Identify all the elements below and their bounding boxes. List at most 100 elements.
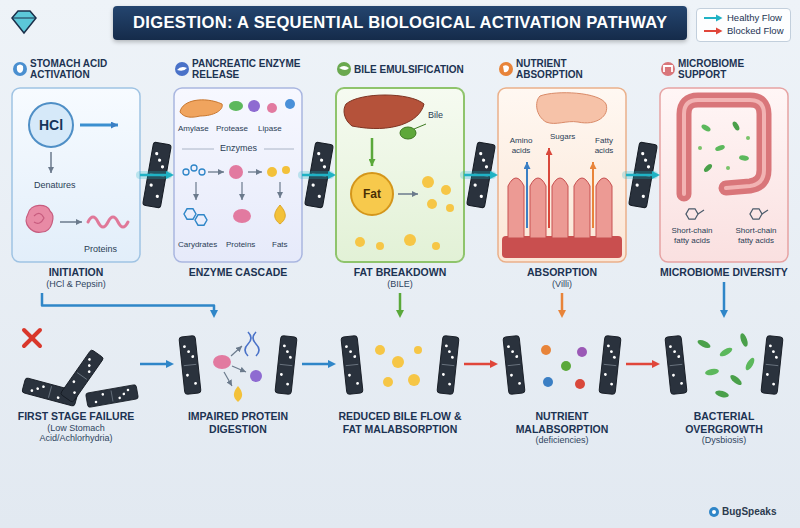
stage-node: NUTRIENT ABSORPTIONABSORPTION(Villi) <box>498 52 626 293</box>
caption-box: FIRST STAGE FAILURE(Low Stomach Acid/Ach… <box>12 410 140 444</box>
heading-icon <box>339 66 349 70</box>
illustration-label: Amylase <box>178 124 209 134</box>
failure-illustration <box>718 346 733 358</box>
failure-illustration <box>224 372 232 386</box>
acid-illustration <box>26 205 53 232</box>
illustration-label: Protease <box>216 124 248 134</box>
legend-arrow <box>704 17 717 19</box>
pancreas-illustration <box>248 100 260 112</box>
failure-illustration <box>86 384 139 407</box>
pancreas-illustration <box>241 182 242 200</box>
card-panel <box>660 88 788 262</box>
pancreas-illustration <box>195 215 207 225</box>
colon-illustration <box>726 166 730 170</box>
bile-illustration <box>344 95 454 250</box>
pancreas-illustration <box>285 99 295 109</box>
caption-box: MICROBIOME DIVERSITY <box>660 266 788 279</box>
colon-illustration <box>700 123 711 132</box>
pancreas-illustration <box>279 182 280 198</box>
colon-illustration <box>703 163 714 174</box>
pancreas-illustration <box>229 165 243 179</box>
heading-icon <box>177 67 187 71</box>
illustration-label: Short-chain fatty acids <box>664 226 720 245</box>
caption-sub: (HCl & Pepsin) <box>12 279 140 290</box>
caption-box: NUTRIENT MALABSORPTION(deficiencies) <box>498 410 626 446</box>
flow-connector <box>399 293 402 312</box>
failure-illustration <box>714 389 729 398</box>
caption-main: MICROBIOME DIVERSITY <box>660 266 788 279</box>
flow-connector <box>140 174 168 177</box>
colon-illustration <box>762 210 768 214</box>
bile-illustration <box>400 127 416 139</box>
flow-connector <box>42 293 214 312</box>
failure-illustration <box>541 345 551 355</box>
failure-illustration <box>543 377 553 387</box>
illustration-label: Fatty acids <box>586 136 622 155</box>
illustration-label: Lipase <box>258 124 282 134</box>
caption-box: FAT BREAKDOWN(BILE) <box>336 266 464 289</box>
illustration-label: Bile <box>428 110 443 121</box>
title-banner: DIGESTION: A SEQUENTIAL BIOLOGICAL ACTIV… <box>113 6 687 40</box>
caption-sub: (Villi) <box>498 279 626 290</box>
legend-arrow <box>704 30 717 32</box>
bile-illustration <box>371 138 374 166</box>
caption-main: REDUCED BILE FLOW & FAT MALABSORPTION <box>336 410 464 435</box>
heading-icon <box>175 62 189 76</box>
acid-illustration <box>34 213 44 223</box>
caption-sub: (BILE) <box>336 279 464 290</box>
flow-glow <box>302 171 330 179</box>
villi-illustration <box>508 178 524 238</box>
watermark-logo <box>712 510 716 514</box>
flow-connector <box>464 174 492 177</box>
pancreas-illustration <box>208 171 224 172</box>
bile-illustration <box>414 124 426 129</box>
failure-illustration <box>739 332 749 347</box>
circle-node: Fat <box>350 172 394 216</box>
pancreas-illustration <box>264 149 294 150</box>
pancreas-illustration <box>199 169 205 175</box>
flow-connector <box>302 363 330 366</box>
legend-text: Healthy Flow <box>727 12 782 25</box>
card-panel <box>12 88 788 262</box>
stage-node: STOMACH ACID ACTIVATIONINITIATION(HCl & … <box>12 52 140 293</box>
caption-main: ABSORPTION <box>498 266 626 279</box>
failure-illustration <box>383 377 393 387</box>
failure-illustration <box>250 370 262 382</box>
acid-illustration <box>50 152 52 173</box>
failure-illustration <box>408 374 420 386</box>
heading-icon <box>499 62 513 76</box>
acid-illustration <box>80 124 118 127</box>
villi-illustration <box>502 236 622 258</box>
caption-main: FAT BREAKDOWN <box>336 266 464 279</box>
caption-box: BACTERIAL OVERGROWTH(Dysbiosis) <box>660 410 788 446</box>
illustration-label: Short-chain fatty acids <box>728 226 784 245</box>
card-panel <box>336 88 464 262</box>
caption-main: BACTERIAL OVERGROWTH <box>660 410 788 435</box>
failure-illustration <box>234 386 242 402</box>
failure-node: IMPAIRED PROTEIN DIGESTION <box>174 318 302 439</box>
failure-illustration <box>179 336 201 395</box>
legend-row: Healthy Flow <box>703 12 784 25</box>
flow-glow <box>140 171 168 179</box>
bile-illustration <box>344 95 424 129</box>
bile-illustration <box>432 242 440 250</box>
colon-illustration <box>739 155 750 162</box>
colon-illustration <box>684 100 768 219</box>
pancreas-illustration <box>184 209 196 219</box>
flow-glow <box>626 171 654 179</box>
failure-illustration <box>392 356 404 368</box>
pancreas-illustration <box>195 182 196 200</box>
bile-illustration <box>446 204 454 212</box>
bile-illustration <box>404 234 416 246</box>
circle-node: HCl <box>28 102 74 148</box>
caption-box: REDUCED BILE FLOW & FAT MALABSORPTION <box>336 410 464 435</box>
failure-illustration <box>665 336 687 395</box>
colon-illustration <box>686 209 698 219</box>
pancreas-illustration <box>233 209 251 223</box>
caption-sub: (Low Stomach Acid/Achlorhydria) <box>12 423 140 445</box>
villi-illustration <box>530 178 546 238</box>
failure-illustration <box>577 347 587 357</box>
pancreas-illustration <box>275 205 286 224</box>
logo-gem <box>12 18 36 19</box>
